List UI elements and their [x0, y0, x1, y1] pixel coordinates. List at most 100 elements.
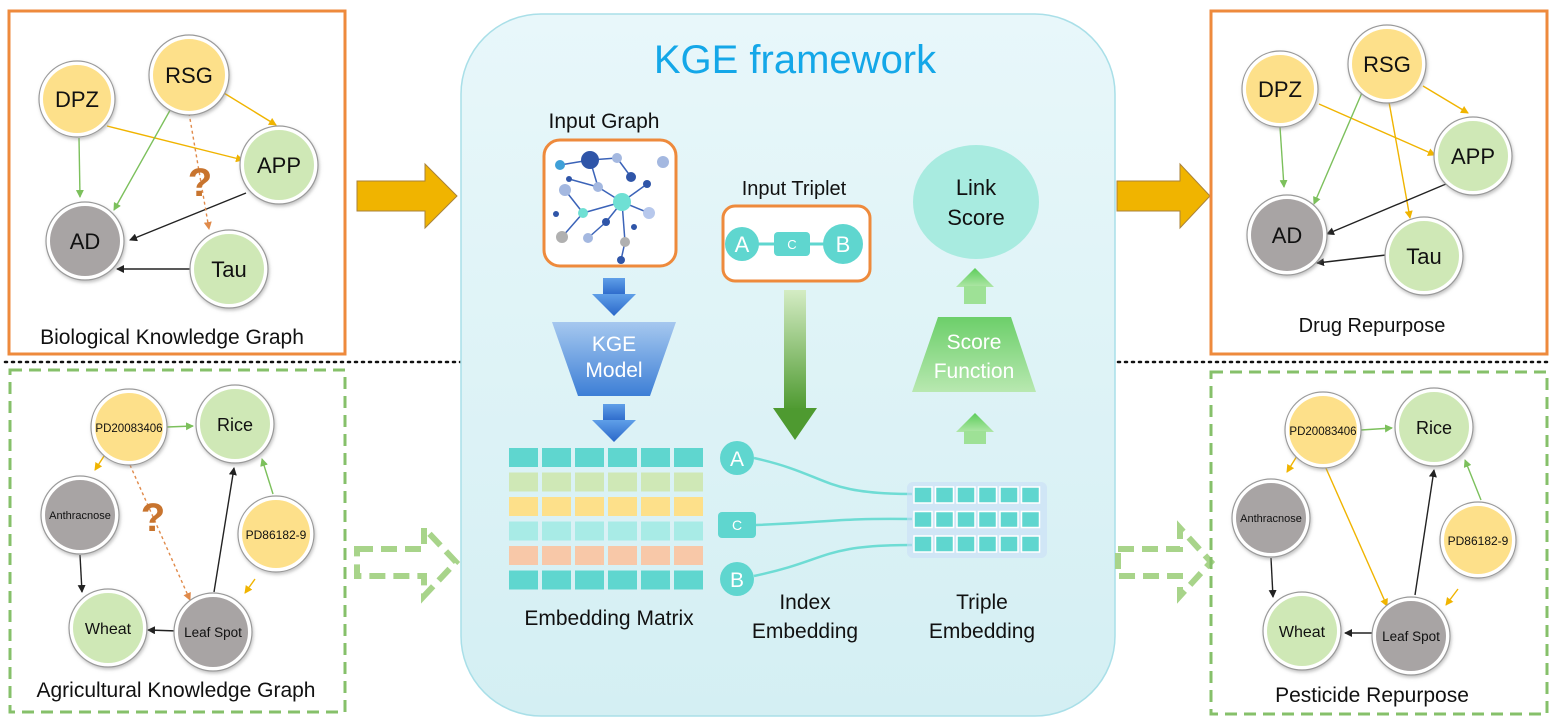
agri-graph-box [8, 368, 347, 714]
bio-graph-box [7, 9, 347, 356]
triple-embedding-cell [977, 510, 998, 529]
pest-node-rice-label: Rice [1416, 418, 1452, 438]
drug-repurpose-caption: Drug Repurpose [1299, 315, 1446, 337]
embedding-cell [575, 570, 604, 590]
embedding-cell [608, 521, 637, 541]
triple-embedding-line2: Embedding [929, 620, 1035, 643]
embedding-cell [674, 546, 703, 565]
link-score-line2: Score [947, 205, 1004, 230]
triple-embedding-cell [956, 510, 976, 529]
triple-embedding-cell [1020, 535, 1041, 553]
pest-node-pd20083406-label: PD20083406 [1289, 426, 1356, 438]
arrow-model-to-matrix [592, 404, 636, 442]
embedding-cell [674, 521, 703, 541]
embedding-cell [608, 546, 637, 565]
triple-embedding-cell [913, 510, 933, 529]
embedding-cell [509, 546, 538, 565]
kge-model-line2: Model [585, 359, 642, 382]
arrow-score-to-link [956, 268, 994, 304]
drug-node-tau [1384, 216, 1464, 296]
embedding-cell [674, 570, 703, 590]
arrow-graph-to-model [592, 278, 636, 316]
bio-node-app-label: APP [257, 153, 301, 178]
index-embedding-line2: Embedding [752, 620, 858, 643]
pest-node-wheat-label: Wheat [1279, 624, 1326, 641]
triple-embedding-cell [999, 486, 1019, 504]
framework-title: KGE framework [654, 38, 937, 82]
index-to-triple-curves [753, 456, 913, 578]
embedding-cell [641, 546, 670, 565]
index-node-c-label: C [732, 517, 742, 533]
index-embedding-line1: Index [779, 591, 831, 614]
embedding-cell [509, 521, 538, 541]
triplet-node-c-label: C [787, 237, 796, 252]
drug-node-dpz [1241, 50, 1319, 128]
embedding-cell [641, 570, 670, 590]
triple-embedding-cell [956, 535, 976, 553]
agri-node-pd86182-9-label: PD86182-9 [246, 528, 307, 542]
embedding-cell [575, 472, 604, 492]
agri-graph-edges [77, 422, 274, 635]
drug-node-ad-label: AD [1272, 223, 1303, 248]
drug-graph-edges [1279, 85, 1469, 267]
pesticide-graph-edges [1268, 424, 1482, 637]
embedding-cell [641, 521, 670, 541]
pesticide-repurpose-box [1209, 370, 1549, 716]
triple-embedding-cell [999, 510, 1019, 529]
bio-question-icon: ? [188, 161, 212, 205]
embedding-cell [674, 472, 703, 492]
kge-model-funnel [552, 322, 676, 396]
drug-node-ad [1246, 194, 1328, 276]
agri-node-wheat [68, 588, 148, 668]
agri-graph-caption: Agricultural Knowledge Graph [37, 679, 316, 702]
drug-node-tau-label: Tau [1406, 244, 1441, 269]
embedding-cell [608, 472, 637, 492]
index-node-b-label: B [730, 569, 744, 592]
triple-embedding-cell [934, 510, 955, 529]
embedding-cell [542, 546, 571, 565]
score-function-trapezoid [912, 317, 1036, 392]
embedding-matrix-label: Embedding Matrix [524, 607, 694, 630]
arrow-triplet-to-index [773, 290, 817, 440]
triplet-node-b [823, 224, 863, 264]
agri-node-leaf-spot [173, 592, 253, 672]
bio-node-dpz-label: DPZ [55, 87, 99, 112]
network-nodes [553, 151, 669, 264]
pest-node-anthracnose-label: Anthracnose [1240, 513, 1302, 525]
agri-node-pd20083406-label: PD20083406 [95, 423, 162, 435]
pest-node-rice [1394, 387, 1474, 467]
triplet-node-a [725, 227, 759, 261]
triple-embedding-cell [1020, 510, 1041, 529]
drug-node-app [1433, 116, 1513, 196]
drug-node-rsg-label: RSG [1363, 52, 1411, 77]
triple-embedding [907, 482, 1047, 558]
drug-node-rsg [1347, 24, 1427, 104]
triple-embedding-cell [977, 486, 998, 504]
bio-node-app [239, 125, 319, 205]
pesticide-repurpose-caption: Pesticide Repurpose [1275, 684, 1469, 707]
triple-embedding-cell [934, 486, 955, 504]
bio-node-rsg-label: RSG [165, 63, 213, 88]
arrow-framework-to-drug [1116, 162, 1211, 230]
embedding-cell [641, 448, 670, 467]
pest-node-anthracnose [1231, 478, 1311, 558]
triple-embedding-cell [913, 535, 933, 553]
input-graph-box [542, 138, 678, 268]
embedding-cell [674, 497, 703, 516]
pest-node-pd86182-9-label: PD86182-9 [1448, 534, 1509, 548]
embedding-cell [575, 497, 604, 516]
arrow-agri-to-framework [354, 520, 461, 604]
score-function-line1: Score [947, 331, 1002, 354]
arrow-bio-to-framework [356, 162, 458, 230]
embedding-cell [509, 570, 538, 590]
bio-node-tau-label: Tau [211, 257, 246, 282]
triple-embedding-cell [977, 535, 998, 553]
agri-node-pd86182-9 [237, 495, 315, 573]
embedding-cell [509, 497, 538, 516]
bio-node-rsg [148, 34, 230, 116]
input-triplet-label: Input Triplet [742, 178, 847, 200]
embedding-cell [641, 472, 670, 492]
agri-node-leaf-spot-label: Leaf Spot [184, 625, 242, 640]
link-score-circle [913, 145, 1039, 259]
arrow-framework-to-pesticide [1115, 520, 1216, 604]
